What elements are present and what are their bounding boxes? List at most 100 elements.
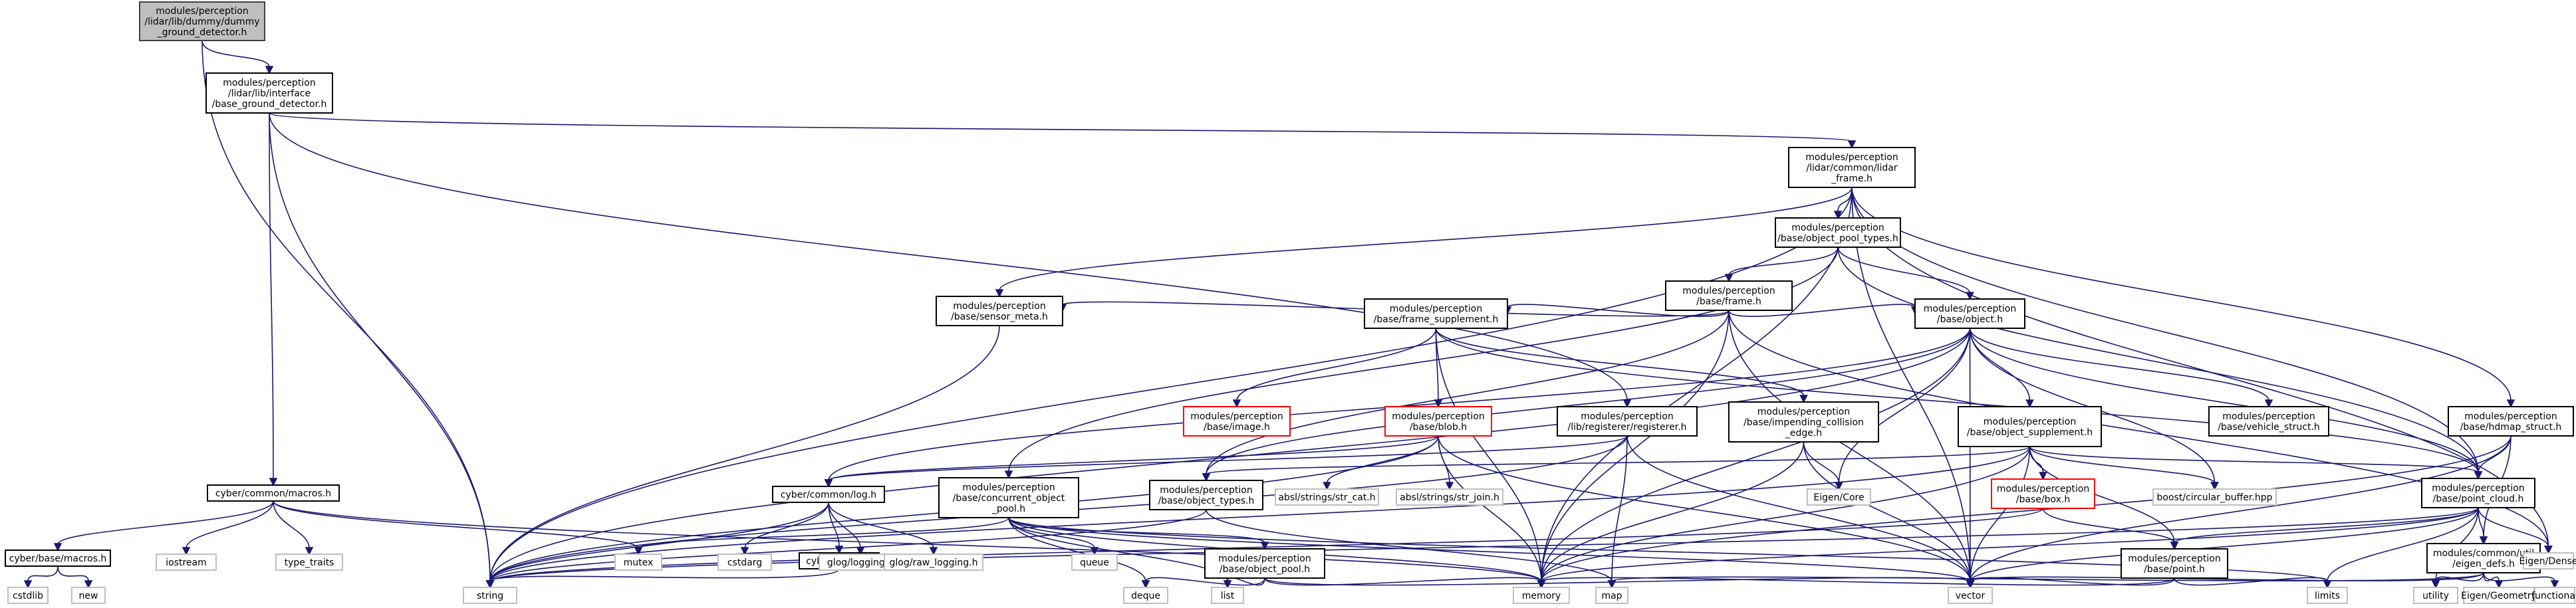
- node-box: [1513, 587, 1570, 604]
- node-label: /base/point_cloud.h: [2433, 494, 2524, 504]
- edge-object-to-osupp: [1969, 328, 2034, 408]
- edge-lframe-to-smeta: [995, 187, 1853, 298]
- edge-cbinary-to-string: [485, 568, 840, 589]
- node-impend[interactable]: modules/perception/base/impending_collis…: [1728, 401, 1879, 443]
- node-box: [1807, 488, 1871, 506]
- node-box: [2152, 488, 2277, 506]
- node-frame[interactable]: modules/perception/base/frame.h: [1665, 280, 1793, 311]
- node-label: /base/object.h: [1937, 314, 2003, 325]
- node-label: deque: [1131, 591, 1160, 601]
- node-opt[interactable]: modules/perception/base/object_pool_type…: [1775, 217, 1901, 248]
- node-osupp[interactable]: modules/perception/base/object_supplemen…: [1958, 406, 2102, 447]
- edge-log-to-glograw: [828, 502, 938, 556]
- node-box: [2523, 552, 2574, 569]
- node-cmacros[interactable]: cyber/common/macros.h: [207, 484, 340, 502]
- node-box: [2534, 587, 2575, 604]
- node-box: [275, 554, 343, 571]
- edge-blob-to-strcat: [1323, 435, 1439, 490]
- node-label: modules/perception: [1390, 304, 1482, 314]
- node-pcloud[interactable]: modules/perception/base/point_cloud.h: [2421, 478, 2535, 508]
- edge-osupp-to-otypes: [1202, 446, 2031, 482]
- edge-cmacros-to-iostream: [182, 500, 274, 556]
- node-label: cyber/common/macros.h: [215, 488, 331, 499]
- node-label: _edge.h: [1785, 428, 1822, 439]
- edge-osupp-to-box: [2029, 446, 2047, 480]
- edge-bmacros-to-new: [57, 565, 93, 589]
- node-label: modules/perception: [156, 6, 248, 17]
- node-label: absl/strings/str_join.h: [1400, 492, 1499, 503]
- edge-fsupp-to-memory: [1435, 328, 1546, 589]
- node-label: /base/object_pool_types.h: [1777, 233, 1898, 244]
- node-label: modules/perception: [1581, 411, 1673, 422]
- node-box: [2421, 478, 2535, 508]
- node-label: modules/perception: [1392, 411, 1484, 422]
- node-eigencore: Eigen/Core: [1807, 488, 1871, 506]
- node-label: /base/frame_supplement.h: [1374, 314, 1499, 325]
- node-box: [1364, 298, 1508, 329]
- node-box[interactable]: modules/perception/base/box.h: [1991, 478, 2095, 509]
- node-glograw: glog/raw_logging.h: [884, 554, 983, 571]
- edge-bgd-to-registerer: [269, 112, 1632, 408]
- node-mutex: mutex: [614, 554, 662, 571]
- node-blob[interactable]: modules/perception/base/blob.h: [1384, 406, 1492, 437]
- node-box: [1123, 587, 1168, 604]
- node-box: [139, 1, 265, 41]
- node-label: cstdarg: [727, 557, 762, 568]
- node-functional: functional: [2531, 587, 2576, 604]
- node-bmacros[interactable]: cyber/base/macros.h: [5, 550, 111, 567]
- node-box: [2208, 406, 2329, 437]
- node-registerer[interactable]: modules/perception/lib/registerer/regist…: [1557, 406, 1698, 437]
- node-point[interactable]: modules/perception/base/point.h: [2121, 548, 2228, 579]
- node-bgd[interactable]: modules/perception/lidar/lib/interface/b…: [205, 72, 333, 114]
- node-label: modules/perception: [962, 482, 1055, 493]
- node-vstruct[interactable]: modules/perception/base/vehicle_struct.h: [2208, 406, 2329, 437]
- node-hdmap[interactable]: modules/perception/base/hdmap_struct.h: [2448, 406, 2574, 437]
- node-label: /base/frame.h: [1696, 296, 1761, 307]
- node-label: /base/object_pool.h: [1220, 564, 1310, 575]
- node-label: /base/object_supplement.h: [1967, 427, 2093, 438]
- node-label: cyber/base/macros.h: [9, 554, 107, 564]
- node-label: /eigen_defs.h: [2452, 559, 2515, 569]
- node-label: /lidar/lib/interface: [228, 88, 311, 99]
- node-box: [1149, 480, 1263, 510]
- node-lframe[interactable]: modules/perception/lidar/common/lidar_fr…: [1788, 147, 1916, 188]
- node-fsupp[interactable]: modules/perception/base/frame_supplement…: [1364, 298, 1508, 329]
- node-image[interactable]: modules/perception/base/image.h: [1183, 406, 1291, 437]
- node-box: [71, 587, 106, 604]
- node-label: /base_ground_detector.h: [212, 99, 327, 110]
- edge-eigendefs-to-functional: [2483, 572, 2559, 589]
- node-log[interactable]: cyber/common/log.h: [772, 486, 885, 503]
- edge-cpool-to-mutex: [634, 517, 1009, 556]
- node-cstdlib: cstdlib: [7, 587, 49, 604]
- node-box: [1071, 554, 1118, 571]
- node-label: modules/perception: [2128, 554, 2220, 564]
- node-box: [205, 72, 333, 114]
- node-box: [614, 554, 662, 571]
- node-label: modules/perception: [2464, 411, 2557, 422]
- node-label: /base/box.h: [2016, 494, 2070, 505]
- edge-point-to-memory: [1537, 577, 2175, 589]
- node-label: iostream: [166, 557, 207, 568]
- edge-lframe-to-hdmap: [1851, 187, 2515, 408]
- edge-hdmap-to-memory: [1537, 435, 2512, 589]
- node-box: [1775, 217, 1901, 248]
- node-list: list: [1211, 587, 1244, 604]
- node-eigendense: Eigen/Dense: [2519, 552, 2576, 569]
- node-cstdarg: cstdarg: [717, 554, 772, 571]
- node-label: list: [1221, 591, 1235, 601]
- node-label: modules/perception: [1924, 304, 2016, 314]
- edge-fsupp-to-impend: [1435, 328, 1808, 403]
- node-object[interactable]: modules/perception/base/object.h: [1914, 298, 2025, 329]
- node-opool[interactable]: modules/perception/base/object_pool.h: [1204, 548, 1325, 579]
- node-label: functional: [2531, 591, 2576, 601]
- node-label: /base/blob.h: [1410, 422, 1467, 433]
- node-box: [463, 587, 517, 604]
- node-smeta[interactable]: modules/perception/base/sensor_meta.h: [936, 296, 1063, 326]
- node-label: string: [477, 591, 503, 601]
- node-otypes[interactable]: modules/perception/base/object_types.h: [1149, 480, 1263, 510]
- node-cpool[interactable]: modules/perception/base/concurrent_objec…: [938, 477, 1079, 518]
- node-utility: utility: [2413, 587, 2458, 604]
- file-nodes: modules/perception/lidar/lib/dummy/dummy…: [5, 1, 2576, 604]
- edge-opt-to-frame: [1724, 247, 1839, 282]
- node-label: memory: [1522, 591, 1561, 601]
